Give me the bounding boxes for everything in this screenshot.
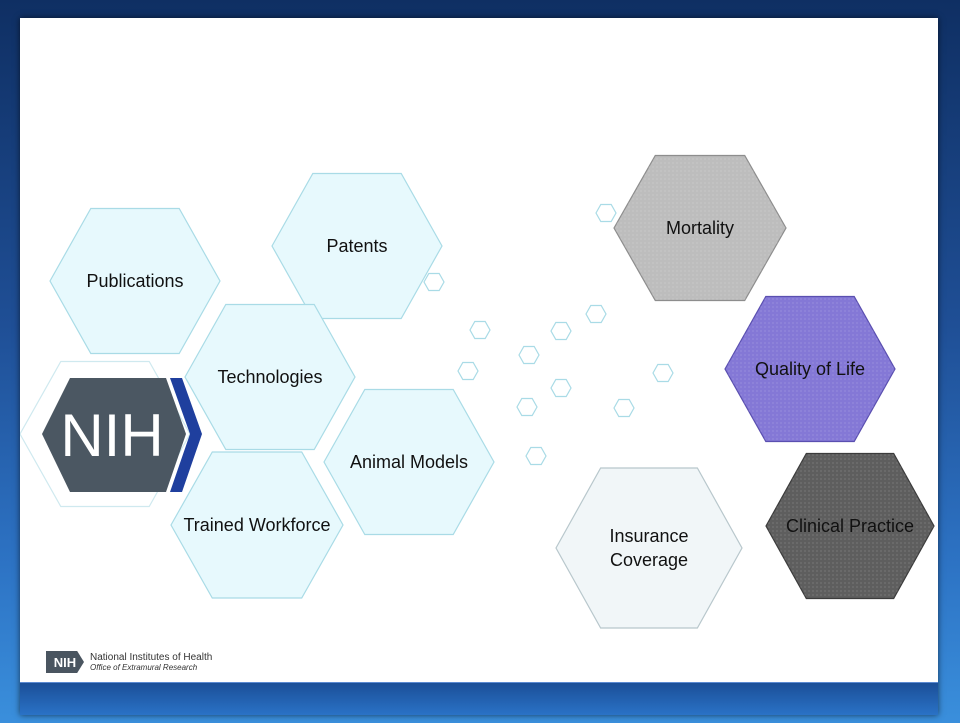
connector-hex: [550, 321, 572, 341]
label-animal-models: Animal Models: [349, 452, 469, 472]
label-technologies: Technologies: [217, 367, 323, 387]
connector-hex: [423, 272, 445, 292]
label-trained-workforce: Trained Workforce: [183, 515, 331, 535]
footer-office-name: Office of Extramural Research: [90, 663, 198, 672]
connector-hex: [585, 304, 607, 324]
connector-hex: [457, 361, 479, 381]
connector-hex: [516, 397, 538, 417]
footer-nih-mark: NIH: [46, 651, 84, 673]
connector-hex: [652, 363, 674, 383]
label-quality-of-life: Quality of Life: [754, 359, 866, 379]
connector-hex: [613, 398, 635, 418]
hex-technologies: [184, 303, 356, 451]
nih-logo-text: NIH: [60, 402, 163, 469]
hex-diagram: NIH: [20, 154, 935, 629]
bottom-band: [20, 682, 938, 715]
footer-logo: NIH National Institutes of Health Office…: [46, 651, 212, 673]
hex-publications: [49, 207, 221, 355]
label-insurance-coverage: Insurance Coverage: [609, 526, 689, 570]
label-mortality: Mortality: [665, 218, 734, 238]
hex-texture: [614, 155, 786, 301]
hex-texture: [766, 453, 934, 599]
connector-hex: [518, 345, 540, 365]
connector-hex: [550, 378, 572, 398]
label-clinical-practice: Clinical Practice: [785, 516, 915, 536]
hex-animal-models: [323, 388, 495, 536]
label-publications: Publications: [86, 271, 184, 291]
connector-hex: [469, 320, 491, 340]
hex-insurance-coverage: [555, 467, 743, 629]
footer-institute-name: National Institutes of Health: [90, 652, 213, 663]
label-patents: Patents: [326, 236, 388, 256]
connector-hex: [525, 446, 547, 466]
hex-texture: [725, 296, 895, 442]
nih-logo-icon: NIH: [20, 360, 202, 508]
hex-trained-workforce: [170, 451, 344, 599]
connector-hex: [595, 203, 617, 223]
